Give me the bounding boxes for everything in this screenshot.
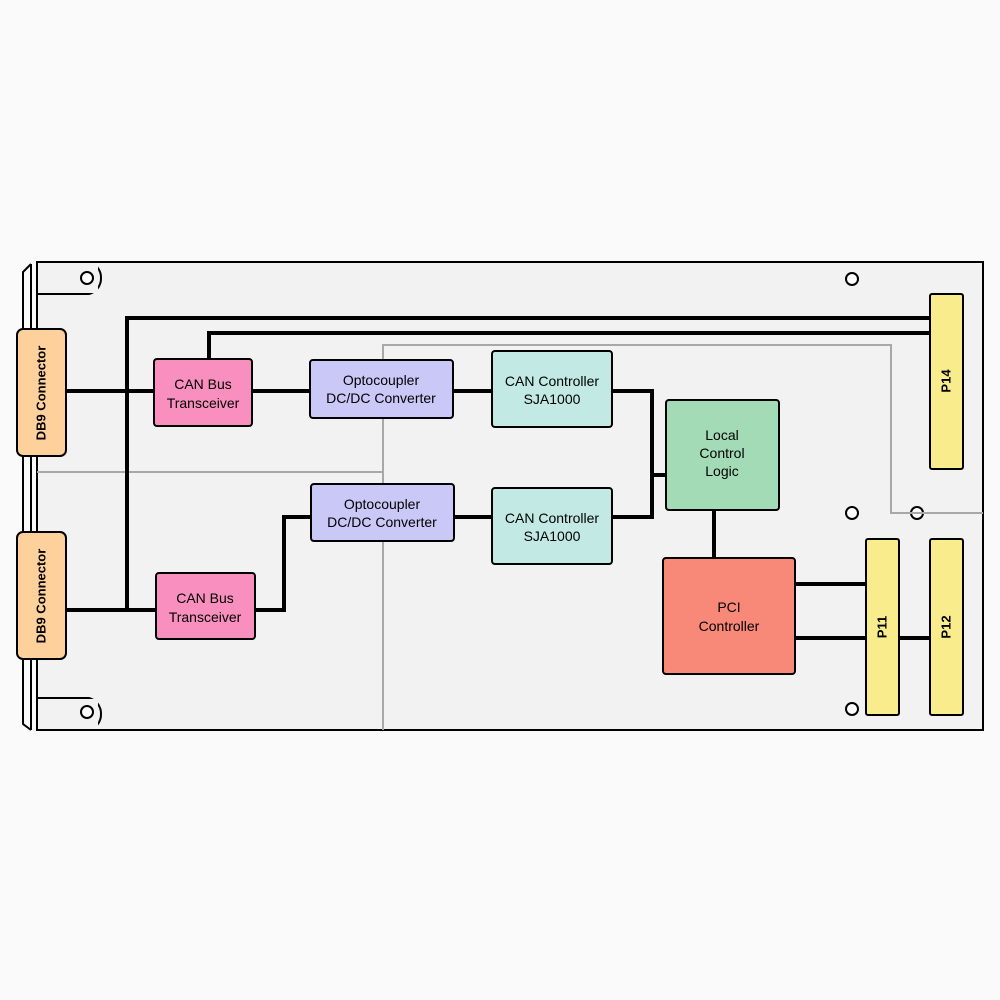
pci-controller[interactable]: PCI Controller — [662, 557, 796, 675]
pci-controller-line2: Controller — [699, 618, 760, 634]
local-control-logic[interactable]: Local Control Logic — [665, 399, 780, 511]
can-controller-top-line1: CAN Controller — [505, 373, 599, 389]
can-controller-bottom-line2: SJA1000 — [524, 528, 581, 544]
can-controller-bottom[interactable]: CAN Controller SJA1000 — [491, 487, 613, 565]
optocoupler-top-line2: DC/DC Converter — [326, 390, 436, 406]
optocoupler-top-line1: Optocoupler — [343, 372, 420, 388]
connector-p14-label: P14 — [939, 369, 954, 393]
mounting-hole — [845, 506, 859, 520]
can-transceiver-bottom-line1: CAN Bus — [176, 590, 234, 606]
can-transceiver-top[interactable]: CAN Bus Transceiver — [153, 358, 253, 427]
connector-p12-label: P12 — [939, 615, 954, 638]
optocoupler-bottom-line2: DC/DC Converter — [327, 514, 437, 530]
connector-p12[interactable]: P12 — [929, 538, 964, 716]
pci-controller-line1: PCI — [717, 599, 740, 615]
db9-connector-bottom[interactable]: DB9 Connector — [16, 531, 67, 660]
can-transceiver-top-line1: CAN Bus — [174, 376, 232, 392]
mounting-hole — [80, 705, 94, 719]
local-logic-line3: Logic — [705, 463, 738, 479]
connector-p11-label: P11 — [875, 616, 890, 638]
can-controller-top-line2: SJA1000 — [524, 391, 581, 407]
signal-traces — [67, 316, 930, 640]
db9-connector-top-label: DB9 Connector — [34, 346, 49, 441]
can-controller-bottom-line1: CAN Controller — [505, 510, 599, 526]
can-transceiver-bottom[interactable]: CAN Bus Transceiver — [155, 572, 256, 640]
optocoupler-bottom[interactable]: Optocoupler DC/DC Converter — [310, 483, 455, 542]
can-controller-top[interactable]: CAN Controller SJA1000 — [491, 350, 613, 428]
isolation-boundary — [37, 344, 983, 730]
can-transceiver-bottom-line2: Transceiver — [169, 609, 242, 625]
db9-connector-bottom-label: DB9 Connector — [34, 549, 49, 644]
mounting-hole — [80, 271, 94, 285]
connector-p14[interactable]: P14 — [929, 293, 964, 470]
faceplate-outline — [22, 263, 32, 731]
connector-p11[interactable]: P11 — [865, 538, 900, 716]
optocoupler-bottom-line1: Optocoupler — [344, 496, 421, 512]
optocoupler-top[interactable]: Optocoupler DC/DC Converter — [309, 359, 454, 419]
mounting-hole — [845, 702, 859, 716]
local-logic-line2: Control — [699, 445, 744, 461]
mounting-hole — [845, 272, 859, 286]
local-logic-line1: Local — [705, 427, 738, 443]
db9-connector-top[interactable]: DB9 Connector — [16, 328, 67, 457]
can-transceiver-top-line2: Transceiver — [167, 395, 240, 411]
